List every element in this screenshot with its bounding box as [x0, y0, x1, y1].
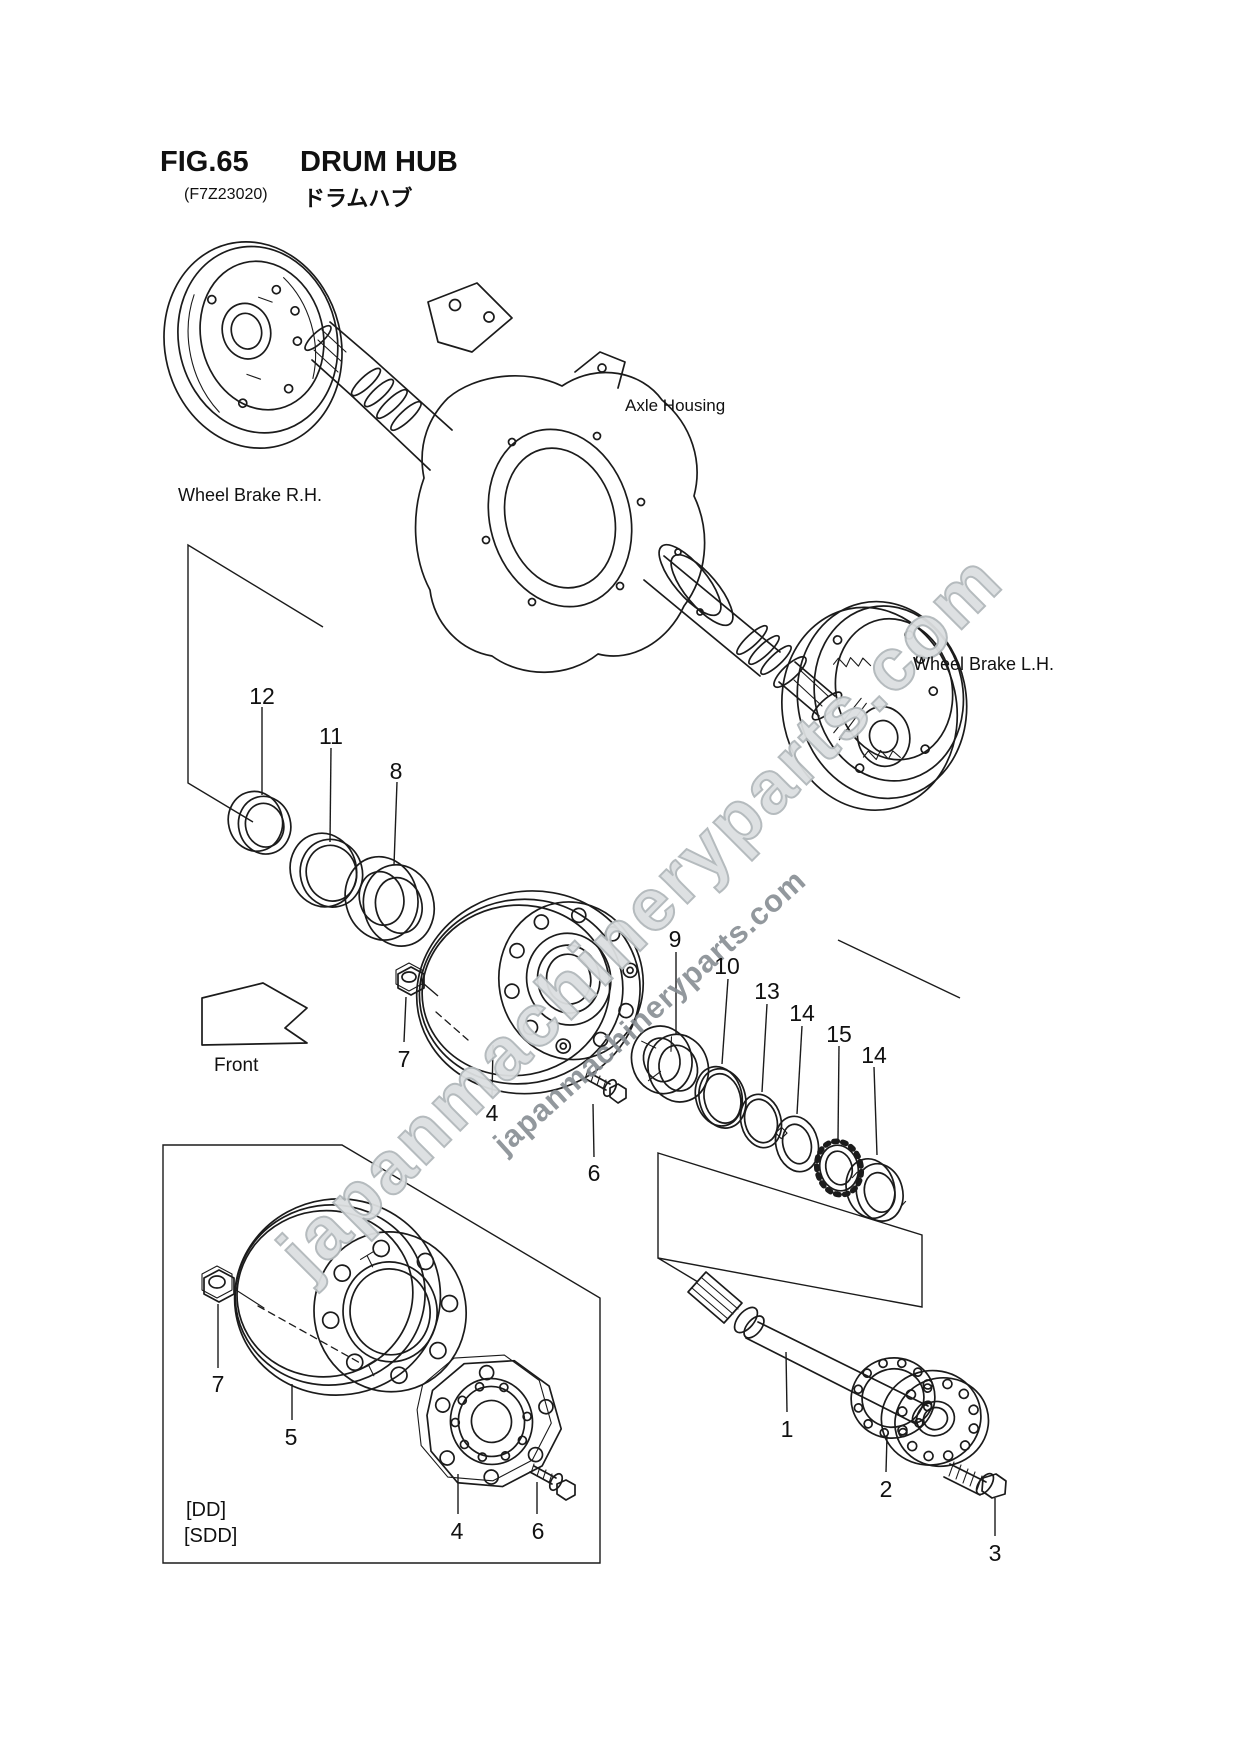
callout-15: 15 [826, 1021, 852, 1047]
lock-nut-14-drawing [845, 1158, 907, 1222]
callout-4-lower: 4 [450, 1518, 464, 1544]
group-box-shaft [657, 1152, 923, 1308]
callout-7-upper: 7 [397, 1046, 411, 1072]
callout-14-first: 14 [789, 1000, 815, 1026]
leader-lines [217, 707, 996, 1536]
label-variant-sdd: [SDD] [184, 1525, 238, 1547]
ring-11-drawing [289, 832, 364, 908]
ring-10-drawing [694, 1065, 747, 1129]
drum-hub-4-lower-drawing [416, 1354, 563, 1488]
bearing-cup-8-drawing [344, 855, 436, 947]
callout-4-upper: 4 [485, 1100, 499, 1126]
callout-6-upper: 6 [587, 1160, 601, 1186]
bolt-3-drawing [943, 1461, 1007, 1499]
lock-washer-15-drawing [813, 1138, 865, 1198]
wheel-brake-lh-drawing [781, 600, 968, 812]
label-wheel-brake-lh: Wheel Brake L.H. [913, 654, 1055, 674]
hub-center-dash [435, 1011, 469, 1041]
axle-housing-drawing [304, 282, 843, 721]
label-front: Front [214, 1055, 259, 1076]
callout-5: 5 [284, 1424, 298, 1450]
ring-13-drawing [739, 1093, 783, 1149]
callout-7-lower: 7 [211, 1371, 225, 1397]
stud-6-lower-drawing [529, 1463, 576, 1501]
seal-12-drawing [227, 790, 292, 855]
callout-2: 2 [879, 1476, 893, 1502]
callout-9: 9 [668, 926, 682, 952]
alignment-line-lh [837, 939, 961, 999]
label-axle-housing: Axle Housing [625, 396, 726, 415]
gasket-2-drawing [850, 1356, 936, 1440]
callout-10: 10 [714, 953, 740, 979]
drum-hub-4-upper-drawing [415, 890, 645, 1095]
figure-title-japanese: ドラムハブ [303, 187, 413, 212]
callout-1: 1 [780, 1416, 794, 1442]
callout-13: 13 [754, 978, 780, 1004]
wheel-brake-rh-drawing [163, 241, 343, 449]
callout-14-second: 14 [861, 1042, 887, 1068]
label-wheel-brake-rh: Wheel Brake R.H. [178, 485, 323, 505]
figure-title: DRUM HUB [300, 146, 458, 178]
figure-number: FIG.65 [160, 146, 249, 178]
figure-code: (F7Z23020) [184, 186, 268, 203]
front-arrow [201, 982, 308, 1046]
group-bracket-left [187, 543, 324, 823]
washer-14-drawing [774, 1115, 820, 1173]
group-box-tick [657, 1257, 699, 1283]
callout-8: 8 [389, 758, 403, 784]
drum-center-dash [257, 1305, 363, 1365]
axle-shaft-1-drawing [687, 1271, 933, 1425]
callout-3: 3 [988, 1540, 1002, 1566]
label-variant-dd: [DD] [186, 1499, 226, 1521]
stud-6-upper-drawing [583, 1069, 627, 1104]
callout-12: 12 [249, 683, 275, 709]
bearing-9-drawing [630, 1025, 710, 1103]
callout-11: 11 [319, 723, 343, 749]
group-box-dd-sdd [162, 1144, 601, 1564]
brake-drum-5-drawing [233, 1198, 468, 1396]
shaft-flange-drawing [880, 1369, 990, 1468]
callout-6-lower: 6 [531, 1518, 545, 1544]
nut-7-lower-drawing [201, 1265, 265, 1309]
